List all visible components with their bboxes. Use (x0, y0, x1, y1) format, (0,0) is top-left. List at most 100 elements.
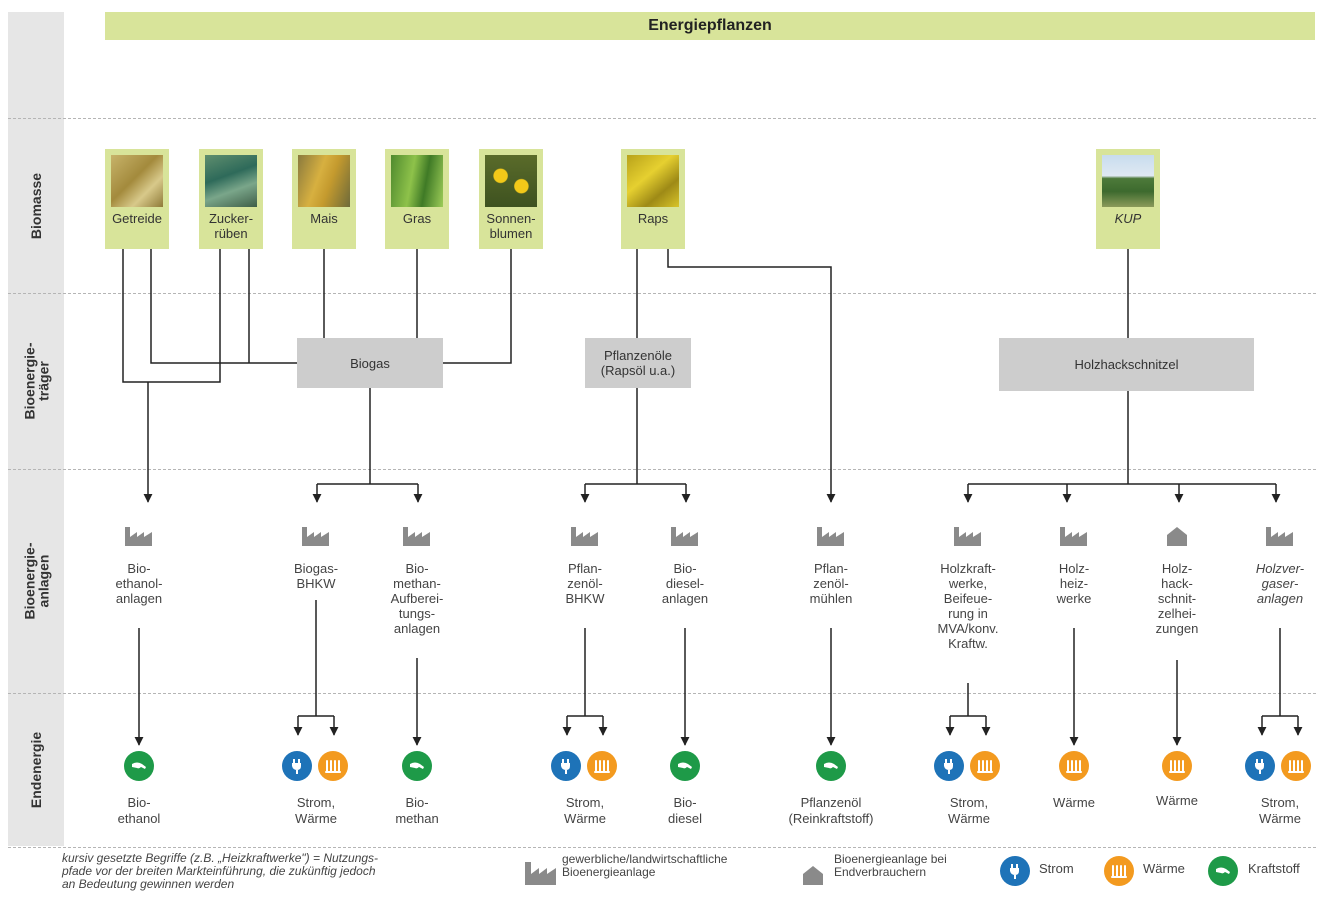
biomass-label: KUP (1114, 211, 1142, 226)
strom-badge (282, 751, 312, 781)
mais-photo (298, 155, 350, 207)
waerme-badge (1059, 751, 1089, 781)
plant-label: Holz- heiz- werke (1056, 561, 1092, 606)
row-separator (8, 118, 1316, 119)
biomass-zuckerrueben: Zucker- rüben (199, 149, 263, 249)
plant-label: Holzkraft- werke, Beifeue- rung in MVA/k… (937, 561, 999, 651)
carrier-pflanzenoele: Pflanzenöle (Rapsöl u.a.) (585, 338, 691, 388)
fuel-nozzle-icon (824, 762, 838, 769)
biomass-kup: KUP (1096, 149, 1160, 249)
fuel-nozzle-icon (1216, 867, 1230, 874)
biomass-raps: Raps (621, 149, 685, 249)
endenergie-label: Bio- methan (395, 795, 439, 826)
biomass-label: Zucker- rüben (208, 211, 254, 241)
endenergie-label: Bio- diesel (668, 795, 702, 826)
legend-factory-label: gewerbliche/landwirtschaftliche Bioenerg… (562, 852, 728, 879)
biomass-mais: Mais (292, 149, 356, 249)
plant-pflanzenoel-bhkw: Pflan- zenöl- BHKW (530, 525, 640, 606)
fuel-nozzle-icon (678, 762, 692, 769)
factory-icon (1266, 527, 1293, 546)
plug-icon (1255, 759, 1264, 774)
radiator-icon (325, 760, 341, 773)
biomass-label: Raps (637, 211, 669, 226)
plant-holzhackschnitzelheizungen: Holz- hack- schnit- zelhei- zungen (1122, 525, 1232, 636)
plug-icon (292, 759, 301, 774)
waerme-badge (1162, 751, 1192, 781)
biomass-gras: Gras (385, 149, 449, 249)
biomass-label: Getreide (112, 211, 162, 226)
waerme-badge (318, 751, 348, 781)
house-icon (1167, 527, 1187, 546)
factory-icon (571, 527, 598, 546)
plant-label: Bio- methan- Aufberei- tungs- anlagen (390, 561, 444, 636)
legend-kraftstoff-badge (1208, 856, 1238, 886)
endenergie-label: Strom, Wärme (564, 795, 606, 826)
radiator-icon (594, 760, 610, 773)
waerme-badge (970, 751, 1000, 781)
plant-holzvergaseranlagen: Holzver- gaser- anlagen (1225, 525, 1322, 606)
biomass-sonnenblumen: Sonnen- blumen (479, 149, 543, 249)
row-separator (8, 469, 1316, 470)
plant-holzheizwerke: Holz- heiz- werke (1019, 525, 1129, 606)
factory-icon (671, 527, 698, 546)
biomass-label: Gras (402, 211, 432, 226)
fuel-nozzle-icon (132, 762, 146, 769)
kraftstoff-badge (816, 751, 846, 781)
kraftstoff-badge (670, 751, 700, 781)
endenergie-label: Pflanzenöl (Reinkraftstoff) (788, 795, 874, 826)
biomass-label: Sonnen- blumen (486, 211, 536, 241)
radiator-icon (1111, 865, 1127, 878)
kraftstoff-badge (124, 751, 154, 781)
legend-strom-label: Strom (1039, 861, 1074, 876)
kraftstoff-badge (402, 751, 432, 781)
legend-strom-badge (1000, 856, 1030, 886)
endenergie-label: Wärme (1156, 793, 1198, 808)
row-separator (8, 693, 1316, 694)
house-icon (803, 866, 823, 885)
plant-holzkraftwerke: Holzkraft- werke, Beifeue- rung in MVA/k… (913, 525, 1023, 651)
row-label-column (8, 12, 64, 846)
radiator-icon (977, 760, 993, 773)
endenergie-label: Bio- ethanol (117, 795, 161, 826)
title-band: Energiepflanzen (105, 12, 1315, 40)
plug-icon (944, 759, 953, 774)
endenergie-label: Strom, Wärme (295, 795, 337, 826)
legend-italic-note: kursiv gesetzte Begriffe (z.B. „Heizkraf… (62, 851, 379, 891)
radiator-icon (1288, 760, 1304, 773)
kup-photo (1102, 155, 1154, 207)
carrier-holzhackschnitzel: Holzhackschnitzel (999, 338, 1254, 391)
biomass-getreide: Getreide (105, 149, 169, 249)
endenergie-label: Wärme (1053, 795, 1095, 810)
factory-icon (817, 527, 844, 546)
plant-bioethanolanlagen: Bio- ethanol- anlagen (84, 525, 194, 606)
waerme-badge (587, 751, 617, 781)
strom-badge (934, 751, 964, 781)
factory-icon (525, 862, 556, 885)
plant-label: Holz- hack- schnit- zelhei- zungen (1155, 561, 1199, 636)
legend-waerme-label: Wärme (1143, 861, 1185, 876)
gras-photo (391, 155, 443, 207)
row-separator (8, 293, 1316, 294)
factory-icon (302, 527, 329, 546)
diagram-title: Energiepflanzen (648, 17, 772, 34)
getreide-photo (111, 155, 163, 207)
plant-pflanzenoelmuehlen: Pflan- zenöl- mühlen (776, 525, 886, 606)
plug-icon (1010, 864, 1019, 879)
plant-label: Biogas- BHKW (293, 561, 339, 591)
factory-icon (403, 527, 430, 546)
biomass-label: Mais (310, 211, 338, 226)
fuel-nozzle-icon (410, 762, 424, 769)
raps-photo (627, 155, 679, 207)
carrier-biogas: Biogas (297, 338, 443, 388)
sonnenblumen-photo (485, 155, 537, 207)
factory-icon (1060, 527, 1087, 546)
strom-badge (551, 751, 581, 781)
strom-badge (1245, 751, 1275, 781)
radiator-icon (1169, 760, 1185, 773)
row-separator (8, 847, 1316, 848)
plug-icon (561, 759, 570, 774)
waerme-badge (1281, 751, 1311, 781)
endenergie-label: Strom, Wärme (948, 795, 990, 826)
legend-house-label: Bioenergieanlage bei Endverbrauchern (834, 852, 947, 879)
